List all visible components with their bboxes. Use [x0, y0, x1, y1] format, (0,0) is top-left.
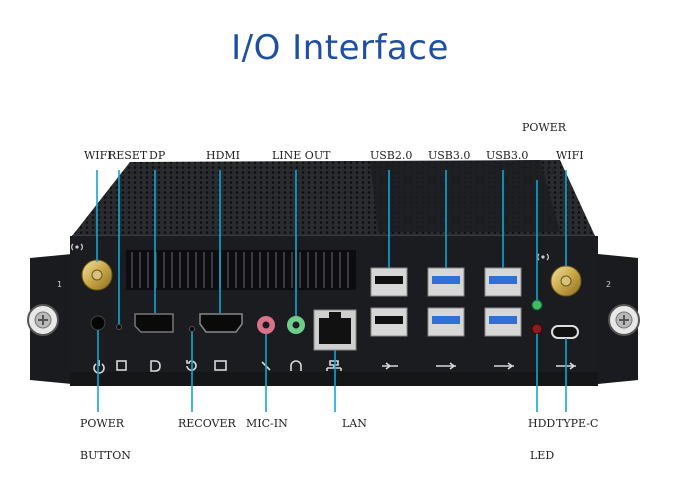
usb3-ports-b — [484, 267, 522, 337]
ss-usb-icon-a — [436, 362, 456, 370]
label-type-c: TYPE-C — [556, 417, 599, 430]
usb3-ports-a — [427, 267, 465, 337]
label-dp: DP — [149, 149, 166, 162]
top-cover — [72, 160, 595, 237]
line-out-jack — [287, 316, 305, 334]
right-bracket — [598, 254, 640, 384]
wifi-antenna-right — [550, 265, 582, 297]
power-icon — [93, 360, 105, 374]
bracket-number-left: 1 — [57, 280, 62, 289]
label-mic-in: MIC-IN — [246, 417, 288, 430]
bracket-number-right: 2 — [606, 280, 611, 289]
label-lan: LAN — [342, 417, 367, 430]
vent-slots — [126, 250, 356, 290]
label-wifi-left: WIFI — [84, 149, 112, 162]
label-usb30-b: USB3.0 — [486, 149, 529, 162]
label-hdd-led-line1: HDD — [528, 417, 556, 430]
hdmi-icon — [214, 360, 227, 371]
label-power-led-line2: LED — [530, 165, 555, 178]
hdmi-port — [199, 313, 243, 333]
left-bracket — [27, 254, 72, 384]
label-power-button-line2: BUTTON — [80, 449, 131, 462]
label-wifi-right: WIFI — [556, 149, 584, 162]
label-line-out: LINE OUT — [272, 149, 331, 162]
wifi-symbol-left — [71, 243, 83, 251]
lan-port — [313, 309, 357, 351]
label-hdd-led-line2: LED — [530, 449, 555, 462]
reset-pinhole — [116, 324, 122, 330]
wifi-antenna-left — [81, 259, 113, 291]
reset-icon — [116, 360, 127, 371]
label-usb30-a: USB3.0 — [428, 149, 471, 162]
power-button-port — [90, 315, 106, 331]
recover-pinhole — [189, 326, 195, 332]
power-led — [531, 299, 543, 311]
dp-port — [134, 313, 174, 333]
callout-lines — [96, 170, 567, 412]
label-reset: RESET — [108, 149, 148, 162]
label-power-led-line1: POWER — [522, 121, 567, 134]
page-title: I/O Interface — [231, 28, 449, 68]
ss-usb-icon-b — [494, 362, 514, 370]
mic-in-jack — [257, 316, 275, 334]
type-c-port — [551, 325, 579, 339]
usb-icon — [382, 362, 398, 370]
headphone-icon — [290, 360, 302, 371]
label-recover: RECOVER — [178, 417, 236, 430]
network-icon — [326, 360, 342, 371]
dp-icon — [150, 360, 161, 372]
hdd-led — [531, 323, 543, 335]
label-hdmi: HDMI — [206, 149, 241, 162]
usb2-ports — [370, 267, 408, 337]
label-usb20: USB2.0 — [370, 149, 413, 162]
label-power-button-line1: POWER — [80, 417, 125, 430]
